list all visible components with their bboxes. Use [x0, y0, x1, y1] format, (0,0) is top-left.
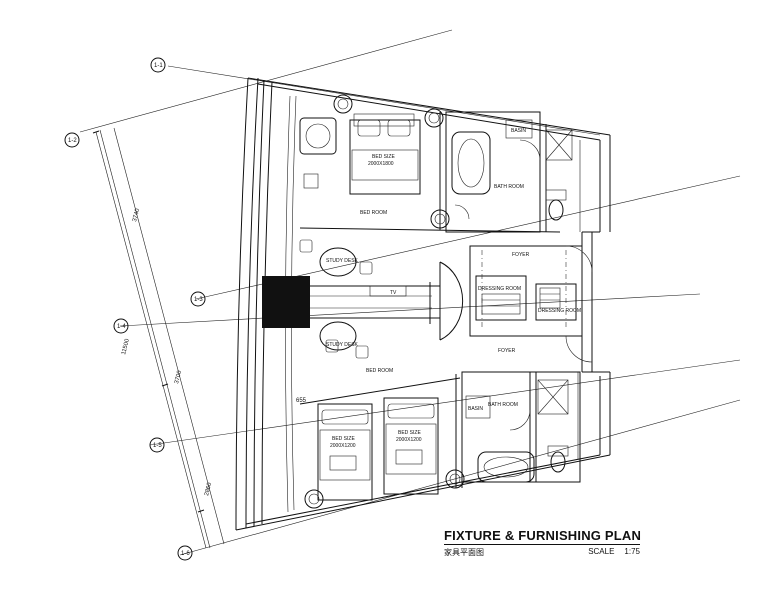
twin-bed-right	[383, 397, 439, 495]
dimension-label: 3740	[132, 207, 141, 222]
title-block: FIXTURE & FURNISHING PLAN 家具平面图 SCALE 1:…	[444, 528, 642, 558]
study-desk-top	[319, 247, 357, 277]
bed-size-dim: 2000X1200	[396, 437, 422, 443]
scale-value: 1:75	[624, 547, 640, 556]
bed-size-dim: 2000X1800	[368, 161, 394, 167]
grid-label: 1-2	[68, 138, 77, 144]
bottom-bedroom: STUDY DESK BED ROOM BED SIZE 2000X1200 B…	[299, 321, 465, 509]
room-label: BED ROOM	[360, 210, 387, 216]
grid-label: 1-1	[154, 63, 163, 69]
foyer-label: FOYER	[512, 252, 530, 258]
right-envelope	[577, 135, 611, 460]
twin-bed-left	[317, 403, 373, 501]
bathtub-top	[451, 131, 491, 195]
bed-size-label: BED SIZE	[372, 154, 395, 160]
grid-label: 1-5	[153, 443, 162, 449]
basin-label: BASIN	[511, 128, 526, 134]
top-bathroom: BASIN BATH ROOM	[445, 111, 573, 233]
dimension-label: 655	[296, 398, 307, 404]
dimension-label: 2860	[204, 481, 213, 496]
room-label: BATH ROOM	[494, 184, 524, 190]
dimension-chain: 3740 11500 3700 2860 655	[92, 130, 307, 549]
tv-label: TV	[390, 290, 397, 296]
column	[262, 276, 310, 328]
bed-size-dim: 2000X1200	[330, 443, 356, 449]
dressing-room-label: DRESSING ROOM	[538, 308, 581, 314]
plan-subtitle-cn: 家具平面图	[444, 548, 484, 557]
grid-label: 1-4	[117, 324, 126, 330]
grid-label: 1-6	[181, 551, 190, 557]
title-sub-row: 家具平面图 SCALE 1:75	[444, 547, 640, 558]
scale-info: SCALE 1:75	[588, 547, 640, 558]
bed-size-label: BED SIZE	[332, 436, 355, 442]
dressing-room-left	[475, 275, 527, 321]
dimension-label: 11500	[121, 338, 131, 356]
bed-size-label: BED SIZE	[398, 430, 421, 436]
double-bed	[349, 119, 421, 195]
dressing-room-right	[535, 283, 577, 321]
foyer-dressing: FOYER DRESSING ROOM DRESSING ROOM FOYER	[469, 245, 593, 363]
central-corridor: TV	[262, 261, 464, 341]
study-desk-label: STUDY DESK	[326, 258, 359, 264]
dressing-room-label: DRESSING ROOM	[478, 286, 521, 292]
bathtub-bottom	[477, 451, 535, 483]
study-desk-label: STUDY DESK	[326, 342, 359, 348]
basin-label: BASIN	[468, 406, 483, 412]
plan-title: FIXTURE & FURNISHING PLAN	[444, 528, 642, 545]
foyer-label: FOYER	[498, 348, 516, 354]
scale-label: SCALE	[588, 547, 615, 556]
grid-bubbles: 1-1 1-2 1-3 1-4 1-5 1-6	[64, 57, 206, 561]
dimension-label: 3700	[174, 369, 183, 384]
room-label: BATH ROOM	[488, 402, 518, 408]
bottom-bathroom: BASIN BATH ROOM	[461, 371, 581, 483]
room-label: BED ROOM	[366, 368, 393, 374]
grid-label: 1-3	[194, 297, 203, 303]
